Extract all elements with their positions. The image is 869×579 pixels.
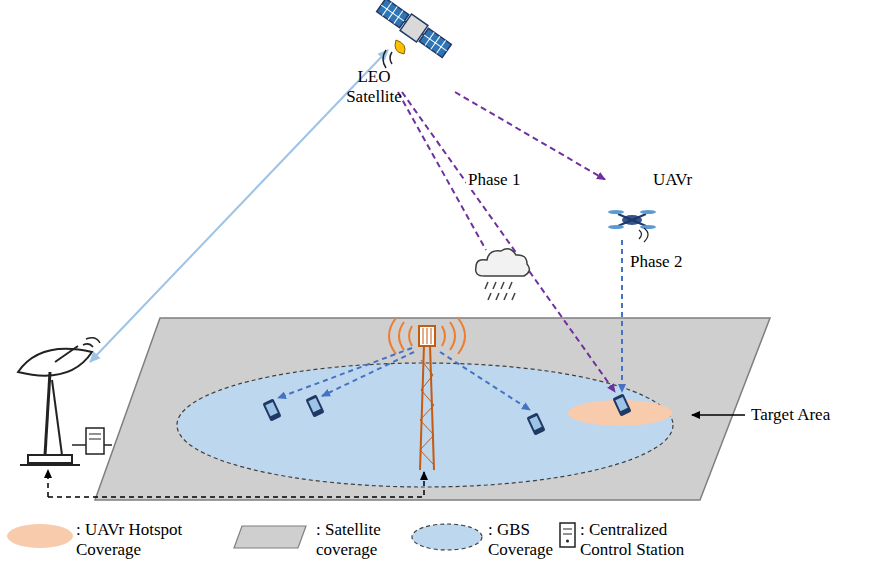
phase1-link [455,92,605,179]
satellite-antenna [383,40,405,68]
user-devices [262,393,631,435]
feeder-link [90,50,388,362]
ground-base-station [389,318,465,470]
node-label: UAVr [653,170,693,190]
legend-text: : Satellite coverage [316,520,408,560]
control-station-symbol [560,523,575,547]
legend-text: : GBS Coverage [488,520,554,560]
backhaul-link [48,472,424,497]
leo-satellite-icon [375,0,452,59]
leader-arrow [692,414,745,416]
satellite-node: LEO Satellite [335,3,455,111]
legend-swatch [412,524,482,550]
phase-label: Phase 2 [630,252,682,272]
legend-swatch [410,522,484,552]
uav-relay-icon [608,210,656,242]
satellite-coverage [95,318,770,500]
legend-swatch [7,524,73,548]
phase-label: Phase 1 [466,170,522,190]
legend-text: : Centralized Control Station [580,520,712,560]
control-station [72,428,112,454]
legend-swatch [234,526,306,548]
phase2-link [621,240,623,392]
uav-relay-node: UAVr [605,168,696,244]
legend-text: : UAVr Hotspot Coverage [76,520,194,560]
backhaul-link [47,470,49,497]
legend-swatch [232,524,308,550]
node-label: LEO Satellite [338,67,410,107]
legend-swatch [5,522,75,550]
satellite-links [398,92,615,392]
area-label: Target Area [751,405,830,425]
rain-cloud [476,249,530,300]
